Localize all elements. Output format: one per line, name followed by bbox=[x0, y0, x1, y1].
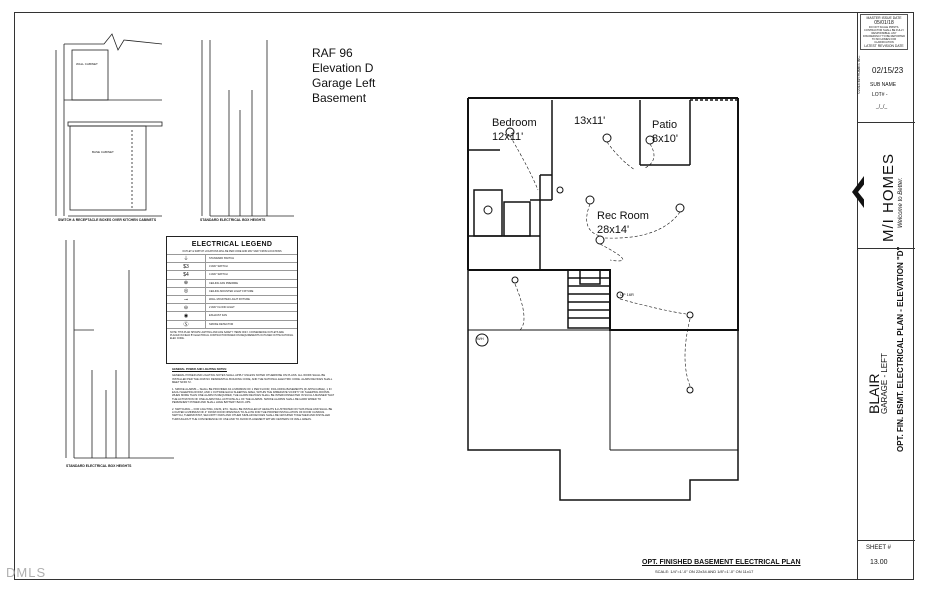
notes-paragraph: GENERAL POWER AND LIGHTING NOTES SHALL A… bbox=[172, 374, 333, 385]
four-way-switch-icon: $4 bbox=[167, 271, 206, 279]
legend-label: CEILING MOUNTED LIGHT FIXTURE bbox=[209, 289, 254, 293]
divider bbox=[858, 122, 915, 123]
elevation-details bbox=[55, 33, 294, 459]
legend-label: 4 WAY SWITCH bbox=[209, 273, 228, 277]
date-blank: _/_/_ bbox=[876, 104, 888, 110]
wall-cabinet-label: WALL CABINET bbox=[76, 62, 98, 66]
sheet-number: 13.00 bbox=[870, 559, 888, 566]
legend-label: EXHAUST FAN bbox=[209, 314, 227, 318]
legend-row: ⊖2 WAY FLOOD LIGHT bbox=[167, 303, 297, 312]
master-issue-label: MASTER ISSUE DATE bbox=[866, 16, 902, 20]
garage-orientation: GARAGE - LEFT bbox=[880, 353, 889, 414]
legend-label: SMOKE DETECTOR bbox=[209, 322, 234, 326]
detail-caption-heights-1: STANDARD ELECTRICAL BOX HEIGHTS bbox=[200, 218, 266, 222]
issue-box: MASTER ISSUE DATE 05/01/18 DO NOT SCALE … bbox=[860, 14, 908, 50]
floor-plan bbox=[467, 97, 739, 501]
lot-label: LOT# - bbox=[872, 92, 888, 98]
legend-label: STANDARD SWITCH bbox=[209, 257, 235, 261]
legend-label: CEILING FAN PREWIRE bbox=[209, 281, 238, 285]
project-line: Elevation D bbox=[312, 61, 374, 75]
legend-label: WALL MOUNTED LIGHT FIXTURE bbox=[209, 298, 250, 302]
room-name-patio: Patio bbox=[652, 119, 678, 131]
plan-scale: SCALE: 1/4"=1'-0" ON 22x34 AND 1/8"=1'-0… bbox=[655, 569, 754, 574]
detail-caption-kitchen: SWITCH & RECEPTACLE BOXES OVER KITCHEN C… bbox=[58, 218, 157, 222]
sub-name-label: SUB NAME bbox=[870, 82, 897, 88]
disclaimer: DO NOT SCALE PRINTS. CONTRACTOR SHALL BE… bbox=[863, 26, 905, 44]
room-size-13x11: 13x11' bbox=[574, 115, 606, 127]
copyright: ©2018 M/I HOMES INC. bbox=[857, 55, 861, 94]
stair-label: UP 16R bbox=[620, 292, 634, 297]
legend-row: ⊕CEILING FAN PREWIRE bbox=[167, 278, 297, 287]
project-line: Basement bbox=[312, 91, 367, 105]
plan-title: OPT. FINISHED BASEMENT ELECTRICAL PLAN bbox=[642, 559, 801, 566]
notes-paragraph: 2. SWITCHING -- FOR LIGHTING, FANS, ETC.… bbox=[172, 407, 333, 421]
room-name-bedroom: Bedroom bbox=[492, 117, 537, 129]
legend-label: 2 WAY FLOOD LIGHT bbox=[209, 306, 235, 310]
notes-heading: GENERAL POWER AND LIGHTING NOTES: bbox=[172, 368, 227, 371]
water-heater-label: WH bbox=[477, 336, 484, 341]
box-heights-detail-1 bbox=[201, 40, 294, 217]
latest-revision-label: LATEST REVISION DATE bbox=[864, 44, 904, 48]
legend-note: NOTE: THIS PLAN SHOWS LIGHTING AND LIFE … bbox=[167, 327, 297, 342]
project-line: Garage Left bbox=[312, 76, 376, 90]
general-notes: GENERAL POWER AND LIGHTING NOTES: GENERA… bbox=[172, 368, 337, 424]
flood-light-icon: ⊖ bbox=[167, 304, 206, 312]
room-size-rec: 28x14' bbox=[597, 224, 630, 236]
latest-revision-date: 02/15/23 bbox=[872, 66, 904, 75]
room-size-patio: 8x10' bbox=[652, 133, 678, 145]
legend-row: ⊸WALL MOUNTED LIGHT FIXTURE bbox=[167, 294, 297, 304]
ceiling-light-icon: ◎ bbox=[167, 287, 206, 295]
mi-homes-logo-icon bbox=[852, 176, 866, 208]
smoke-detector-icon: Ⓢ bbox=[167, 320, 206, 328]
switch-icon: ⏚ bbox=[167, 255, 206, 263]
kitchen-cabinet-detail bbox=[55, 33, 163, 217]
divider bbox=[858, 248, 915, 249]
wall-light-icon: ⊸ bbox=[167, 295, 206, 304]
ceiling-fan-icon: ⊕ bbox=[167, 279, 206, 287]
legend-title: ELECTRICAL LEGEND bbox=[191, 241, 273, 248]
brand-name: M/I HOMES bbox=[880, 152, 897, 242]
legend-subtitle: OUTLET & SWITCH LOCATIONS WILL BE PER CO… bbox=[182, 250, 282, 253]
sheet-description: OPT. FIN. BSMT. ELECTRICAL PLAN - ELEVAT… bbox=[896, 246, 905, 452]
title-block: MASTER ISSUE DATE 05/01/18 DO NOT SCALE … bbox=[852, 12, 915, 580]
brand-tagline: Welcome to Better. bbox=[898, 177, 904, 228]
legend-label: 3 WAY SWITCH bbox=[209, 265, 228, 269]
legend-row: ◉EXHAUST FAN bbox=[167, 311, 297, 320]
room-size-bedroom: 12x11' bbox=[492, 131, 524, 143]
master-issue-date: 05/01/18 bbox=[874, 20, 894, 26]
project-info: RAF 96 Elevation D Garage Left Basement bbox=[312, 46, 375, 106]
mls-watermark: DMLS bbox=[6, 565, 47, 580]
three-way-switch-icon: $3 bbox=[167, 263, 206, 271]
notes-paragraph: 1. SMOKE ALARMS -- SHALL BE PROVIDED AS … bbox=[172, 387, 335, 405]
project-line: RAF 96 bbox=[312, 46, 353, 60]
drawing-sheet-border bbox=[14, 12, 914, 580]
room-name-rec: Rec Room bbox=[597, 210, 649, 222]
legend-row: ⏚STANDARD SWITCH bbox=[167, 254, 297, 263]
electrical-legend: ELECTRICAL LEGEND OUTLET & SWITCH LOCATI… bbox=[166, 236, 298, 364]
divider bbox=[858, 540, 915, 541]
detail-caption-heights-2: STANDARD ELECTRICAL BOX HEIGHTS bbox=[66, 464, 132, 468]
sheet-label: SHEET # bbox=[866, 545, 891, 551]
base-cabinet-label: BASE CABINET bbox=[92, 150, 114, 154]
exhaust-fan-icon: ◉ bbox=[167, 312, 206, 320]
legend-row: ◎CEILING MOUNTED LIGHT FIXTURE bbox=[167, 286, 297, 295]
box-heights-detail-2 bbox=[65, 240, 174, 459]
